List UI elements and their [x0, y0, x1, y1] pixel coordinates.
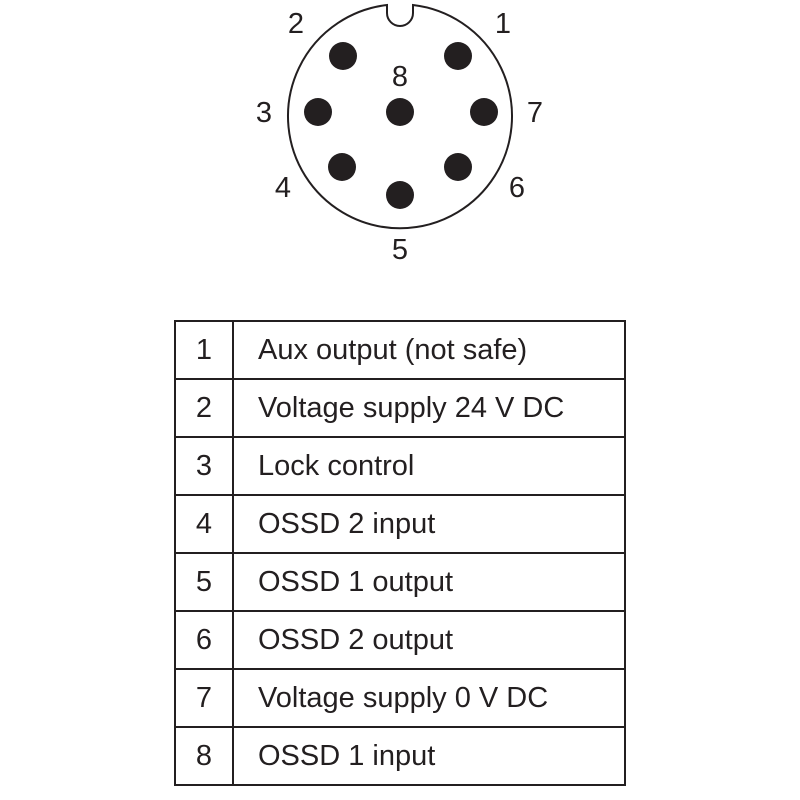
pin-function: OSSD 1 output — [232, 552, 626, 612]
pin-3-label: 3 — [256, 97, 272, 129]
pin-function: Voltage supply 0 V DC — [232, 668, 626, 728]
pin-number: 5 — [174, 552, 234, 612]
pin-6-contact — [444, 153, 472, 181]
pin-number: 2 — [174, 378, 234, 438]
pin-1-contact — [444, 42, 472, 70]
pin-function: OSSD 1 input — [232, 726, 626, 786]
pin-2-label: 2 — [288, 8, 304, 40]
pin-1-label: 1 — [495, 8, 511, 40]
pin-3-contact — [304, 98, 332, 126]
pin-7-label: 7 — [527, 97, 543, 129]
pin-number: 4 — [174, 494, 234, 554]
pin-4-contact — [328, 153, 356, 181]
pin-5-contact — [386, 181, 414, 209]
pin-function: Lock control — [232, 436, 626, 496]
connector-diagram: 1 2 3 4 5 6 7 8 — [256, 3, 543, 266]
pin-7-contact — [470, 98, 498, 126]
pin-function: Aux output (not safe) — [232, 320, 626, 380]
pin-number: 3 — [174, 436, 234, 496]
connector-outline — [287, 3, 513, 230]
pin-number: 6 — [174, 610, 234, 670]
pin-number: 7 — [174, 668, 234, 728]
pin-function: OSSD 2 input — [232, 494, 626, 554]
pin-4-label: 4 — [275, 172, 291, 204]
pin-number: 8 — [174, 726, 234, 786]
pin-5-label: 5 — [392, 234, 408, 266]
pin-8-contact — [386, 98, 414, 126]
pin-2-contact — [329, 42, 357, 70]
pin-function: OSSD 2 output — [232, 610, 626, 670]
pin-function: Voltage supply 24 V DC — [232, 378, 626, 438]
pin-number: 1 — [174, 320, 234, 380]
pin-6-label: 6 — [509, 172, 525, 204]
pin-8-label: 8 — [392, 61, 408, 93]
